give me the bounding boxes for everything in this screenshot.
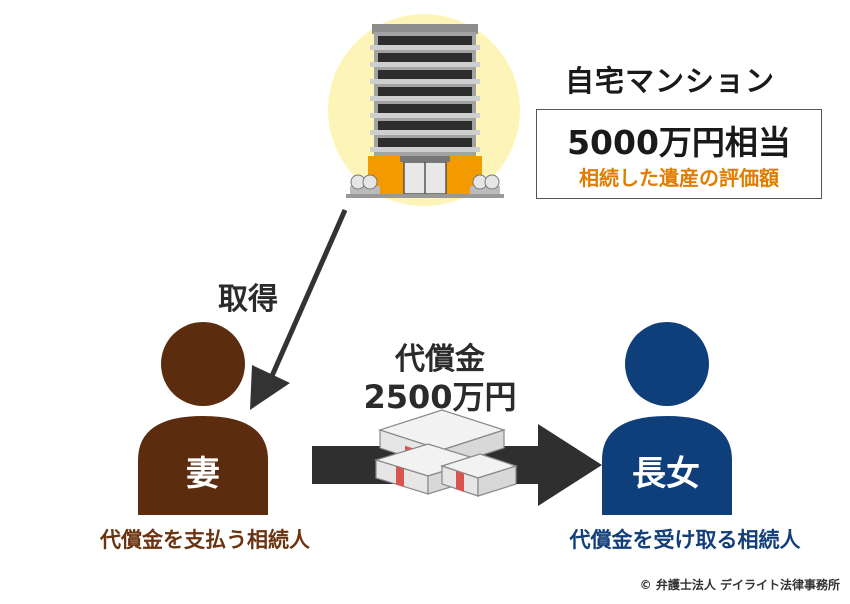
property-value-amount: 5000万円相当 xyxy=(567,123,791,162)
wife-caption: 代償金を支払う相続人 xyxy=(100,528,310,552)
building-roof xyxy=(372,24,478,34)
wife-figure xyxy=(138,322,268,515)
shrub-right xyxy=(470,174,500,194)
acquire-arrow xyxy=(250,208,348,410)
property-value-caption: 相続した遺産の評価額 xyxy=(579,166,779,190)
building-floors xyxy=(370,36,480,152)
daughter-caption: 代償金を受け取る相続人 xyxy=(569,528,801,552)
wife-body xyxy=(138,416,268,515)
property-value-box: 5000万円相当 相続した遺産の評価額 xyxy=(536,109,822,199)
wife-head xyxy=(161,322,245,406)
money-stack-icon xyxy=(373,409,518,497)
daughter-figure xyxy=(602,322,732,515)
daughter-head xyxy=(625,322,709,406)
daughter-body xyxy=(602,416,732,515)
copyright-notice: © 弁護士法人 デイライト法律事務所 xyxy=(639,578,840,592)
acquire-label: 取得 xyxy=(218,282,278,317)
building-illustration xyxy=(328,14,520,206)
daughter-label: 長女 xyxy=(632,454,700,494)
payment-label: 代償金 xyxy=(395,342,485,377)
property-title: 自宅マンション xyxy=(564,64,775,98)
shrub-left xyxy=(350,174,380,194)
wife-label: 妻 xyxy=(186,454,220,494)
payment-amount: 2500万円 xyxy=(363,378,517,416)
